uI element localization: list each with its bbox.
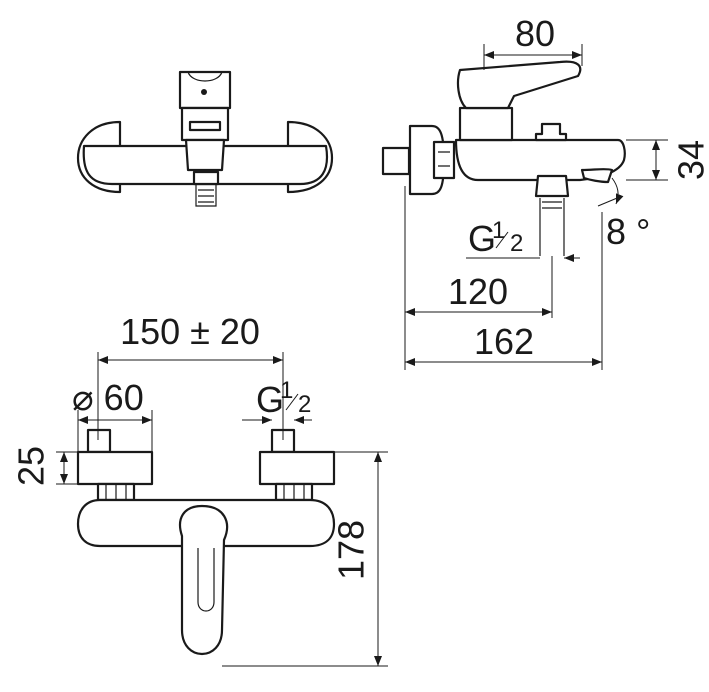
- side-lever: [456, 60, 582, 110]
- dim-inlet-thread: G 1 2: [242, 377, 312, 424]
- dim-spout-reach-label: 80: [515, 13, 555, 54]
- inlet-thread-numerator: 1: [280, 377, 293, 404]
- dim-cover-diameter-label: ⌀ 60: [72, 377, 144, 418]
- dim-body-height-label: 34: [671, 140, 709, 180]
- dim-spout-angle-label: 8 °: [606, 211, 650, 252]
- top-outlet-fitting: [192, 170, 220, 186]
- dim-cover-height: 25: [11, 446, 78, 486]
- dim-spout-angle: 8 °: [597, 177, 650, 252]
- side-outlet-thread-lines: [542, 201, 562, 209]
- front-right-cover: [258, 450, 336, 486]
- top-diverter-knob: [188, 120, 222, 132]
- side-spout-tip: [580, 168, 614, 184]
- top-view: [76, 70, 334, 207]
- front-view: 150 ± 20 ⌀ 60 G 1 2 25 178: [11, 311, 388, 667]
- top-outlet-thread-lines: [198, 189, 214, 203]
- side-diverter-knob: [534, 122, 568, 142]
- front-left-inlet: [86, 428, 112, 454]
- top-lever-notch: [187, 71, 223, 82]
- dim-total-depth-label: 162: [474, 321, 534, 362]
- dim-total-height: 178: [222, 451, 388, 667]
- dim-body-height: 34: [626, 139, 709, 181]
- side-lever-base: [458, 106, 514, 142]
- outlet-thread-letter: G: [468, 218, 496, 259]
- outlet-thread-numerator: 1: [492, 217, 505, 244]
- front-left-nut-lines: [105, 484, 127, 500]
- side-outlet-pipe: [539, 198, 565, 256]
- outlet-thread-denominator: 2: [510, 230, 523, 257]
- dim-total-height-label: 178: [331, 520, 372, 580]
- front-left-cover: [76, 450, 154, 486]
- dim-total-depth: 162: [405, 212, 603, 370]
- side-view: 80 34 8 ° G 1 2 120: [381, 13, 709, 370]
- dim-cover-diameter: ⌀ 60: [72, 377, 153, 452]
- top-lever-dot: [201, 89, 207, 95]
- top-outlet-thread: [195, 184, 217, 207]
- top-outlet-nut: [184, 138, 226, 172]
- inlet-thread-letter: G: [256, 379, 284, 420]
- front-lever: [178, 504, 229, 655]
- side-inlet-stub: [381, 146, 411, 176]
- dim-outlet-distance-label: 120: [448, 271, 508, 312]
- dim-outlet-distance: 120: [404, 186, 553, 370]
- inlet-thread-denominator: 2: [298, 391, 311, 418]
- side-nut-lines: [438, 151, 450, 167]
- front-right-nut-lines: [283, 484, 305, 500]
- front-lever-slot: [197, 548, 215, 612]
- dim-spout-reach: 80: [483, 13, 583, 70]
- dim-outlet-thread: G 1 2: [466, 217, 580, 262]
- side-connection-nut: [432, 140, 456, 180]
- dim-cover-height-label: 25: [11, 446, 52, 486]
- dim-centre-distance-label: 150 ± 20: [120, 311, 260, 352]
- dim-centre-distance: 150 ± 20: [97, 311, 284, 440]
- side-outlet-nut: [534, 174, 570, 198]
